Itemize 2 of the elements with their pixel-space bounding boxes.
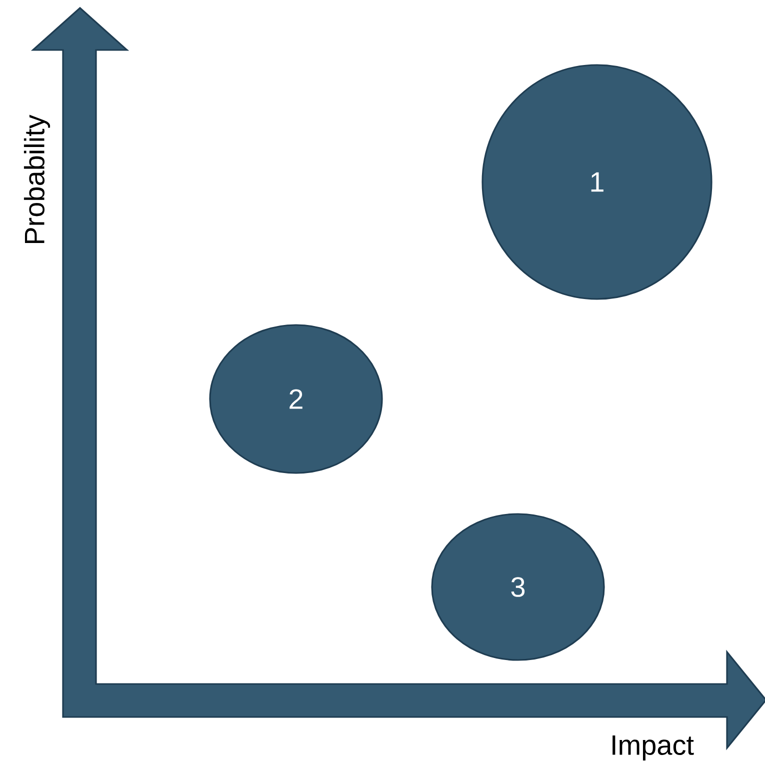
axis-label: Probability <box>24 114 50 244</box>
axis-label: Impact <box>612 735 694 761</box>
